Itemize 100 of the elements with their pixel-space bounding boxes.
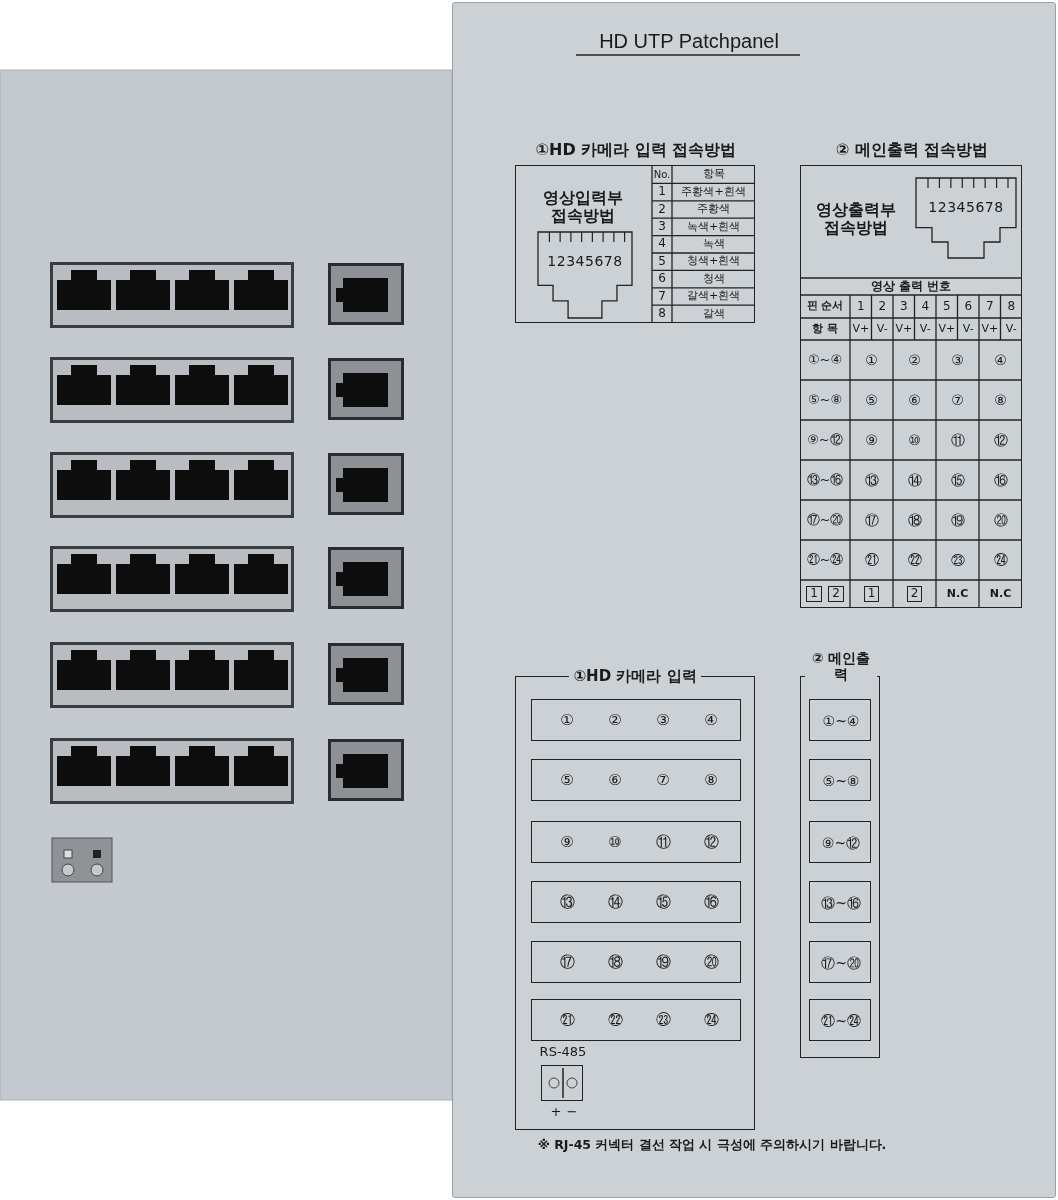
terminal-label: RS-485 [539, 1044, 587, 1060]
table-cell: ⑨~⑫ [807, 432, 843, 448]
table-cell: 항 목 [812, 322, 838, 336]
port-number: ⑬ [559, 894, 575, 912]
table-cell: ② [908, 351, 921, 369]
port-box [809, 999, 871, 1041]
port-number: ⑦ [656, 772, 670, 790]
table-cell: V+ [895, 322, 913, 336]
table-cell: ⑯ [993, 471, 1008, 489]
table-cell: 3 [899, 299, 908, 314]
port-number: ③ [656, 712, 670, 730]
table-cell: 주황색+흰색 [681, 185, 746, 199]
table-cell: ⑮ [950, 471, 965, 489]
port-number: ⑰ [559, 954, 575, 972]
table-cell: N.C [946, 587, 969, 601]
port-number: ⑭ [607, 894, 623, 912]
table-cell: 2 [878, 299, 887, 314]
table-cell: ㉑ [864, 551, 879, 569]
table-cell: ⑰ [864, 511, 879, 529]
table-cell: ⑤~⑧ [807, 392, 843, 408]
port-row-box [531, 759, 741, 801]
port-row-box [531, 881, 741, 923]
table-cell: 2 [658, 202, 666, 217]
table-cell: 핀 순서 [806, 300, 844, 313]
box-heading: 영상입력부 접속방법 [542, 188, 624, 226]
port-number: ② [608, 712, 622, 730]
table-cell: ⑩ [908, 431, 921, 449]
boxed-number: 1 [863, 586, 880, 602]
table-cell: ⑤ [865, 391, 878, 409]
port-number: ④ [704, 712, 718, 730]
table-cell: 갈색 [702, 307, 725, 321]
table-cell: 3 [658, 220, 666, 234]
table-cell: ⑨ [865, 431, 878, 449]
table-cell: ④ [994, 351, 1007, 369]
table-cell: V- [919, 322, 931, 336]
table-cell: ㉓ [950, 551, 965, 569]
port-number: ① [560, 712, 574, 730]
port-number: ㉑~㉔ [821, 1012, 861, 1030]
table-cell: 4 [658, 237, 666, 252]
port-number: ⑯ [703, 894, 719, 912]
port-number: ㉓ [655, 1012, 671, 1030]
table-cell: ①~④ [807, 352, 843, 368]
port-number: ⑬~⑯ [821, 894, 861, 912]
table-cell: ⑦ [951, 391, 964, 409]
section-heading: ② 메인출력 접속방법 [835, 140, 989, 160]
polarity-sign: + [550, 1104, 562, 1120]
table-cell: ㉒ [907, 551, 922, 569]
table-cell: ⑬~⑯ [806, 472, 844, 488]
table-cell: V+ [852, 322, 870, 336]
table-cell: ① [865, 351, 878, 369]
port-number: ⑤ [560, 772, 574, 790]
table-cell: ⑰~⑳ [806, 512, 844, 528]
table-cell: 갈색+흰색 [686, 290, 741, 303]
table-cell: ㉔ [993, 551, 1008, 569]
table-cell: ⑧ [994, 391, 1007, 409]
table-cell: ⑭ [907, 471, 922, 489]
port-row-box [531, 821, 741, 863]
pin-numbers: 12345678 [547, 252, 623, 270]
port-number: ⑳ [703, 954, 719, 972]
port-box [809, 699, 871, 741]
table-cell: V- [1005, 322, 1017, 336]
table-cell: 5 [942, 299, 951, 314]
table-cell: V+ [938, 322, 956, 336]
port-row-box [531, 941, 741, 983]
table-cell: 1 [856, 299, 865, 314]
port-number: ⑲ [655, 954, 671, 972]
port-row-box [531, 999, 741, 1041]
port-number: ①~④ [822, 712, 860, 730]
table-cell: 6 [658, 272, 666, 286]
port-number: ⑨~⑫ [821, 834, 861, 852]
port-number: ⑧ [704, 772, 718, 790]
port-box [809, 821, 871, 863]
port-box [809, 881, 871, 923]
port-number: ⑤~⑧ [822, 772, 860, 790]
table-cell: 녹색+흰색 [686, 220, 741, 234]
table-cell: ⑫ [993, 431, 1008, 449]
table-cell: No. [653, 168, 671, 181]
table-cell: ⑪ [950, 431, 965, 449]
boxed-number: 1 [806, 586, 822, 602]
table-cell: ③ [951, 351, 964, 369]
table-cell: 청색+흰색 [686, 255, 741, 268]
table-cell: ⑳ [993, 511, 1008, 529]
table-cell: 8 [1007, 299, 1016, 314]
port-number: ⑥ [608, 772, 622, 790]
table-cell: 청색 [702, 272, 725, 286]
pin-numbers: 12345678 [928, 198, 1004, 216]
table-cell: 녹색 [702, 237, 725, 251]
table-cell: V- [876, 322, 888, 336]
port-number: ㉑ [559, 1012, 575, 1030]
table-cell: ⑱ [907, 511, 922, 529]
section-heading: ①HD 카메라 입력 접속방법 [535, 140, 737, 160]
section-heading: ①HD 카메라 입력 [569, 668, 701, 686]
port-number: ⑪ [655, 834, 671, 852]
table-cell: ⑲ [950, 511, 965, 529]
port-number: ⑱ [607, 954, 623, 972]
table-cell: ⑥ [908, 391, 921, 409]
port-number: ㉔ [703, 1012, 719, 1030]
table-cell: ⑬ [864, 471, 879, 489]
table-cell: 7 [658, 289, 666, 304]
port-number: ㉒ [607, 1012, 623, 1030]
